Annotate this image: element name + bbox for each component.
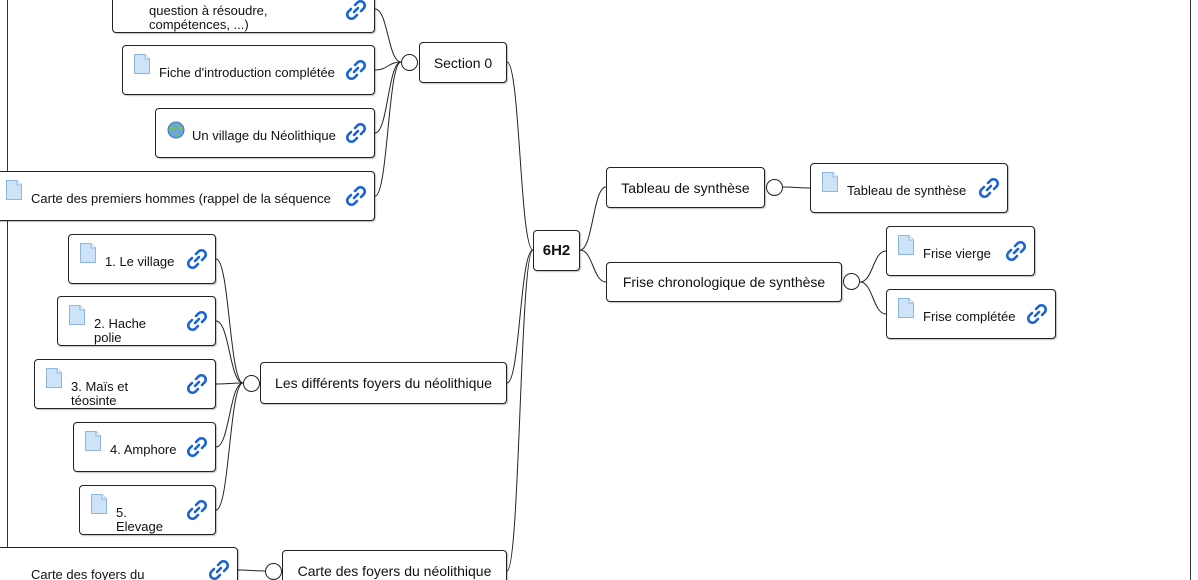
connector-line [215,382,244,385]
connector-line [782,186,811,189]
connector-line [374,61,402,134]
collapse-toggle[interactable] [766,179,783,196]
link-icon[interactable] [207,558,231,580]
link-icon[interactable] [185,435,209,459]
connector-line [215,382,244,448]
document-icon [91,494,107,514]
document-icon [898,298,914,318]
link-icon[interactable] [344,0,368,22]
leaf-node[interactable]: 4. Amphore [73,422,216,472]
leaf-label: 4. Amphore [110,442,177,457]
leaf-node[interactable]: Frise vierge [886,226,1035,276]
leaf-node[interactable]: 3. Maïs et téosinte [34,359,216,409]
connector-line [506,249,534,384]
document-icon [80,243,96,263]
leaf-label: Frise vierge [923,246,991,261]
link-icon[interactable] [344,58,368,82]
leaf-label: 1. Le village [105,254,175,269]
leaf-node[interactable]: 1. Le village [68,234,216,284]
link-icon[interactable] [185,247,209,271]
leaf-label: Carte des foyers du néolithique [31,567,145,580]
connector-line [215,258,244,384]
document-icon [898,235,914,255]
canvas-border-left [7,0,8,580]
leaf-node[interactable]: 5. Elevage [79,485,216,535]
leaf-label: 3. Maïs et téosinte [71,379,129,408]
connector-line [506,249,534,572]
leaf-node[interactable]: Carte des premiers hommes (rappel de la … [0,171,375,221]
document-icon [6,180,22,200]
connector-line [579,249,607,283]
document-icon [822,172,838,192]
leaf-node[interactable]: Fiche d'introduction complétée [122,45,375,95]
canvas-border-right [1190,0,1191,580]
link-icon[interactable] [185,372,209,396]
connector-line [215,382,244,511]
connector-line [579,186,607,251]
leaf-node[interactable]: Carte des foyers du néolithique [0,547,238,580]
link-icon[interactable] [344,121,368,145]
section-node-tableau-synthese[interactable]: Tableau de synthèse [606,167,765,208]
section-node-carte-foyers[interactable]: Carte des foyers du néolithique [282,550,507,580]
link-icon[interactable] [344,184,368,208]
leaf-label: Tableau de synthèse [847,183,967,198]
connector-line [374,8,402,63]
link-icon[interactable] [977,176,1001,200]
connector-line [859,281,887,315]
root-node[interactable]: 6H2 [533,230,580,271]
leaf-label: Carte des premiers hommes (rappel de la … [31,191,331,206]
leaf-node[interactable]: 2. Hache polie [57,296,216,346]
web-page-icon [167,121,185,139]
collapse-toggle[interactable] [401,54,418,71]
section-node-frise[interactable]: Frise chronologique de synthèse [606,262,842,302]
document-icon [134,54,150,74]
link-icon[interactable] [185,309,209,333]
leaf-label: question à résoudre, compétences, ...) [149,3,268,32]
connector-line [859,250,887,283]
section-node-foyers[interactable]: Les différents foyers du néolithique [260,362,507,404]
leaf-node[interactable]: Un village du Néolithique [155,108,375,158]
collapse-toggle[interactable] [265,563,282,580]
document-icon [69,305,85,325]
leaf-label: Un village du Néolithique [192,128,336,143]
section-node-section-0[interactable]: Section 0 [419,42,507,83]
leaf-label: 5. Elevage [116,505,163,534]
collapse-toggle[interactable] [843,273,860,290]
connector-line [237,569,266,572]
connector-line [506,61,534,251]
link-icon[interactable] [1025,302,1049,326]
leaf-label: Frise complétée [923,309,1016,324]
collapse-toggle[interactable] [243,375,260,392]
leaf-node[interactable]: Frise complétée [886,289,1056,339]
document-icon [46,368,62,388]
connector-line [215,320,244,384]
connector-line [374,61,402,197]
link-icon[interactable] [1004,239,1028,263]
leaf-node[interactable]: Tableau de synthèse [810,163,1008,213]
connector-line [374,61,402,71]
leaf-label: 2. Hache polie [94,316,147,345]
link-icon[interactable] [185,498,209,522]
leaf-node[interactable]: question à résoudre, compétences, ...) [112,0,375,33]
leaf-label: Fiche d'introduction complétée [159,65,335,80]
document-icon [85,431,101,451]
